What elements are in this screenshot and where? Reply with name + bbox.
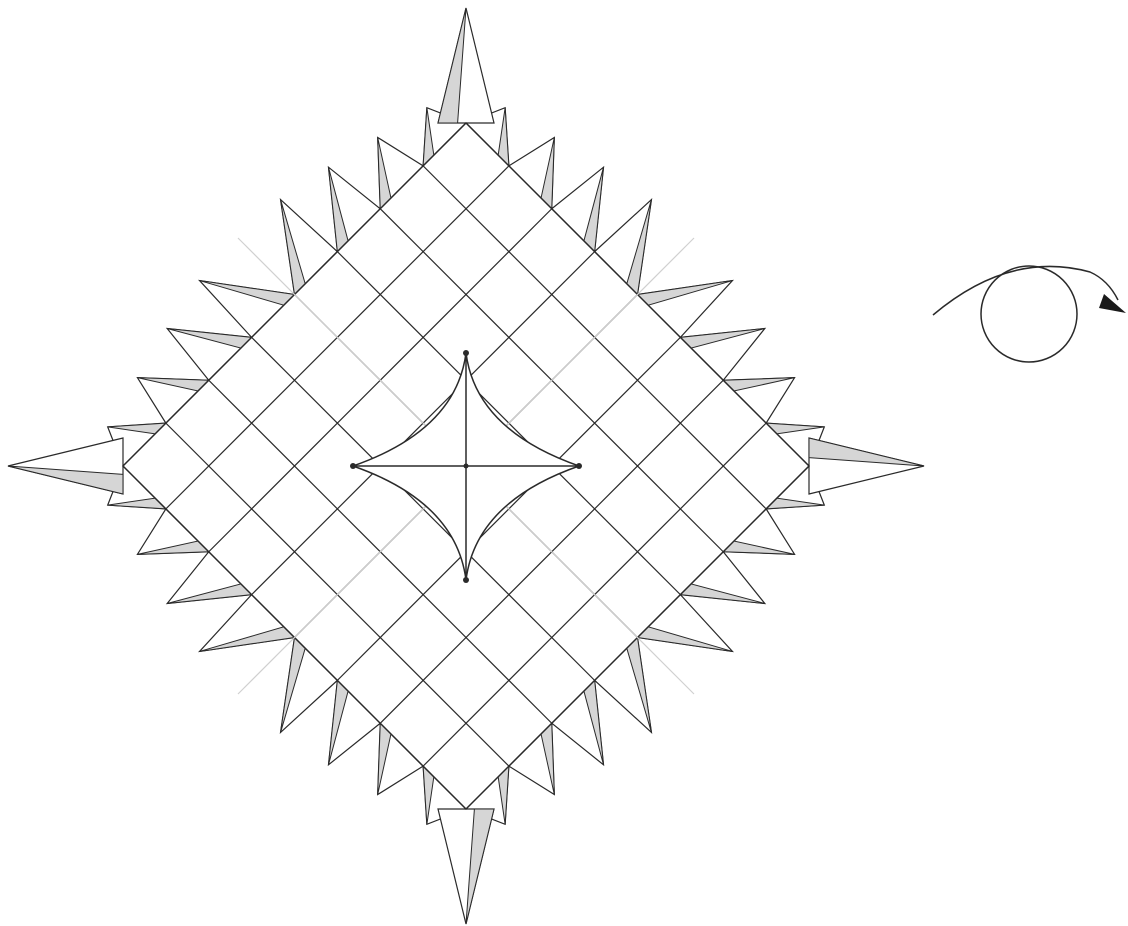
star-bottom-point xyxy=(463,577,469,583)
star-top-point xyxy=(463,350,469,356)
turn-over-circle xyxy=(981,266,1077,362)
star-center-point xyxy=(464,464,469,469)
turn-over-arc xyxy=(933,266,1118,315)
turn-over-icon xyxy=(933,266,1126,362)
turn-over-arrowhead xyxy=(1099,294,1126,313)
star-left-point xyxy=(350,463,356,469)
star-right-point xyxy=(576,463,582,469)
